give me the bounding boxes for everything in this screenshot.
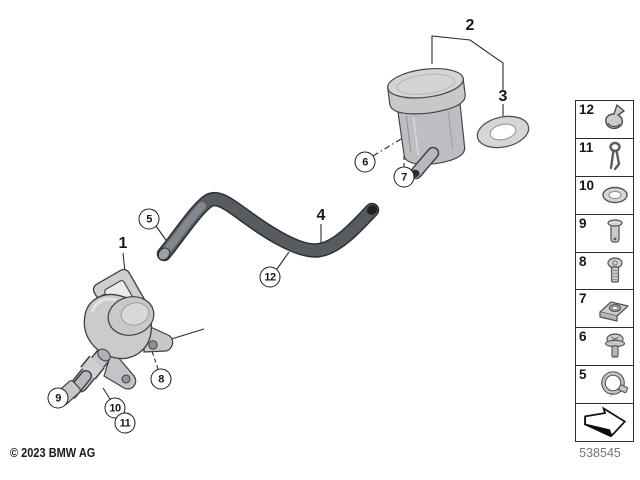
fastener-legend: 12 11 10 9 bbox=[575, 100, 634, 442]
cage-nut-icon bbox=[599, 301, 629, 322]
fluid-reservoir-drawing bbox=[386, 68, 466, 180]
screw-washer-icon bbox=[604, 333, 626, 358]
copyright-text: © 2023 BMW AG bbox=[10, 446, 96, 460]
callout-2[interactable]: 2 bbox=[465, 17, 475, 34]
legend-number: 7 bbox=[579, 291, 587, 307]
callout-8[interactable]: 8 bbox=[150, 368, 172, 390]
hose-clamp-icon bbox=[601, 370, 629, 397]
continuation-arrow-icon bbox=[583, 406, 626, 437]
legend-item-6[interactable]: 6 bbox=[576, 327, 633, 365]
legend-item-continuation[interactable] bbox=[576, 403, 633, 441]
master-cylinder-drawing bbox=[55, 268, 174, 406]
leader-lines bbox=[65, 35, 504, 400]
cotter-pin-icon bbox=[609, 142, 621, 171]
callout-1[interactable]: 1 bbox=[118, 235, 128, 252]
callout-6[interactable]: 6 bbox=[354, 151, 376, 173]
legend-number: 11 bbox=[579, 139, 594, 155]
callout-3[interactable]: 3 bbox=[498, 88, 508, 105]
seal-washer-drawing bbox=[476, 115, 530, 149]
legend-item-5[interactable]: 5 bbox=[576, 365, 633, 403]
callout-11[interactable]: 11 bbox=[114, 412, 136, 434]
washer-icon bbox=[602, 187, 628, 204]
legend-number: 9 bbox=[579, 215, 587, 231]
callout-12[interactable]: 12 bbox=[259, 266, 281, 288]
legend-item-11[interactable]: 11 bbox=[576, 137, 633, 176]
legend-number: 6 bbox=[579, 329, 587, 345]
callout-5[interactable]: 5 bbox=[138, 208, 160, 230]
legend-number: 5 bbox=[579, 367, 587, 383]
legend-item-7[interactable]: 7 bbox=[576, 289, 633, 327]
diagram-number: 538545 bbox=[579, 446, 621, 460]
clevis-pin-icon bbox=[607, 219, 623, 243]
callout-9[interactable]: 9 bbox=[47, 387, 69, 409]
legend-item-8[interactable]: 8 bbox=[576, 251, 633, 290]
hose-drawing bbox=[156, 191, 380, 262]
legend-item-12[interactable]: 12 bbox=[576, 101, 633, 138]
legend-number: 8 bbox=[579, 253, 587, 269]
callout-4[interactable]: 4 bbox=[316, 207, 326, 224]
clip-icon bbox=[605, 104, 625, 130]
legend-number: 12 bbox=[579, 102, 595, 117]
legend-number: 10 bbox=[579, 177, 595, 193]
bolt-icon bbox=[607, 257, 623, 283]
legend-item-10[interactable]: 10 bbox=[576, 175, 633, 214]
callout-7[interactable]: 7 bbox=[393, 166, 415, 188]
legend-item-9[interactable]: 9 bbox=[576, 213, 633, 252]
